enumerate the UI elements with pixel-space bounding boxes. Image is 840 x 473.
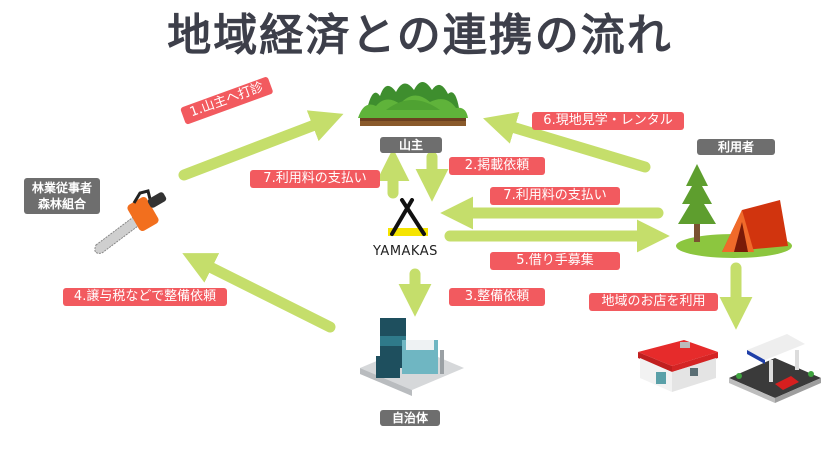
arrow-4-to-forestry xyxy=(182,253,336,333)
gas-station-icon xyxy=(729,334,821,403)
flow-label-4: 4.譲与税などで整備依頼 xyxy=(63,288,227,306)
flow-label-6: 6.現地見学・レンタル xyxy=(532,112,684,130)
node-mountain-owner: 山主 xyxy=(380,137,442,153)
node-forestry-line-1: 林業従事者 xyxy=(31,181,92,195)
flow-label-shops: 地域のお店を利用 xyxy=(589,293,718,311)
arrow-1-to-owner xyxy=(178,110,344,181)
flow-label-5: 5.借り手募集 xyxy=(490,252,620,270)
flow-label-7-users: 7.利用料の支払い xyxy=(490,187,620,205)
convenience-store-icon xyxy=(638,340,718,392)
flow-label-2: 2.掲載依頼 xyxy=(449,157,545,175)
node-users: 利用者 xyxy=(697,139,775,155)
node-forestry: 林業従事者 森林組合 xyxy=(24,178,100,214)
city-hall-icon xyxy=(360,318,464,396)
forest-mountain-icon xyxy=(358,82,468,126)
tent-tree-icon xyxy=(676,164,792,258)
platform-name: YAMAKAS xyxy=(373,244,438,259)
node-municipality: 自治体 xyxy=(380,410,440,426)
arrow-6-to-owner xyxy=(483,112,651,173)
page-title: 地域経済との連携の流れ xyxy=(167,10,673,61)
node-forestry-line-2: 森林組合 xyxy=(37,197,86,211)
flow-label-3: 3.整備依頼 xyxy=(449,288,545,306)
flow-label-7-platform: 7.利用料の支払い xyxy=(250,170,380,188)
chainsaw-icon xyxy=(94,189,167,254)
yamakas-logo-icon xyxy=(388,198,428,236)
